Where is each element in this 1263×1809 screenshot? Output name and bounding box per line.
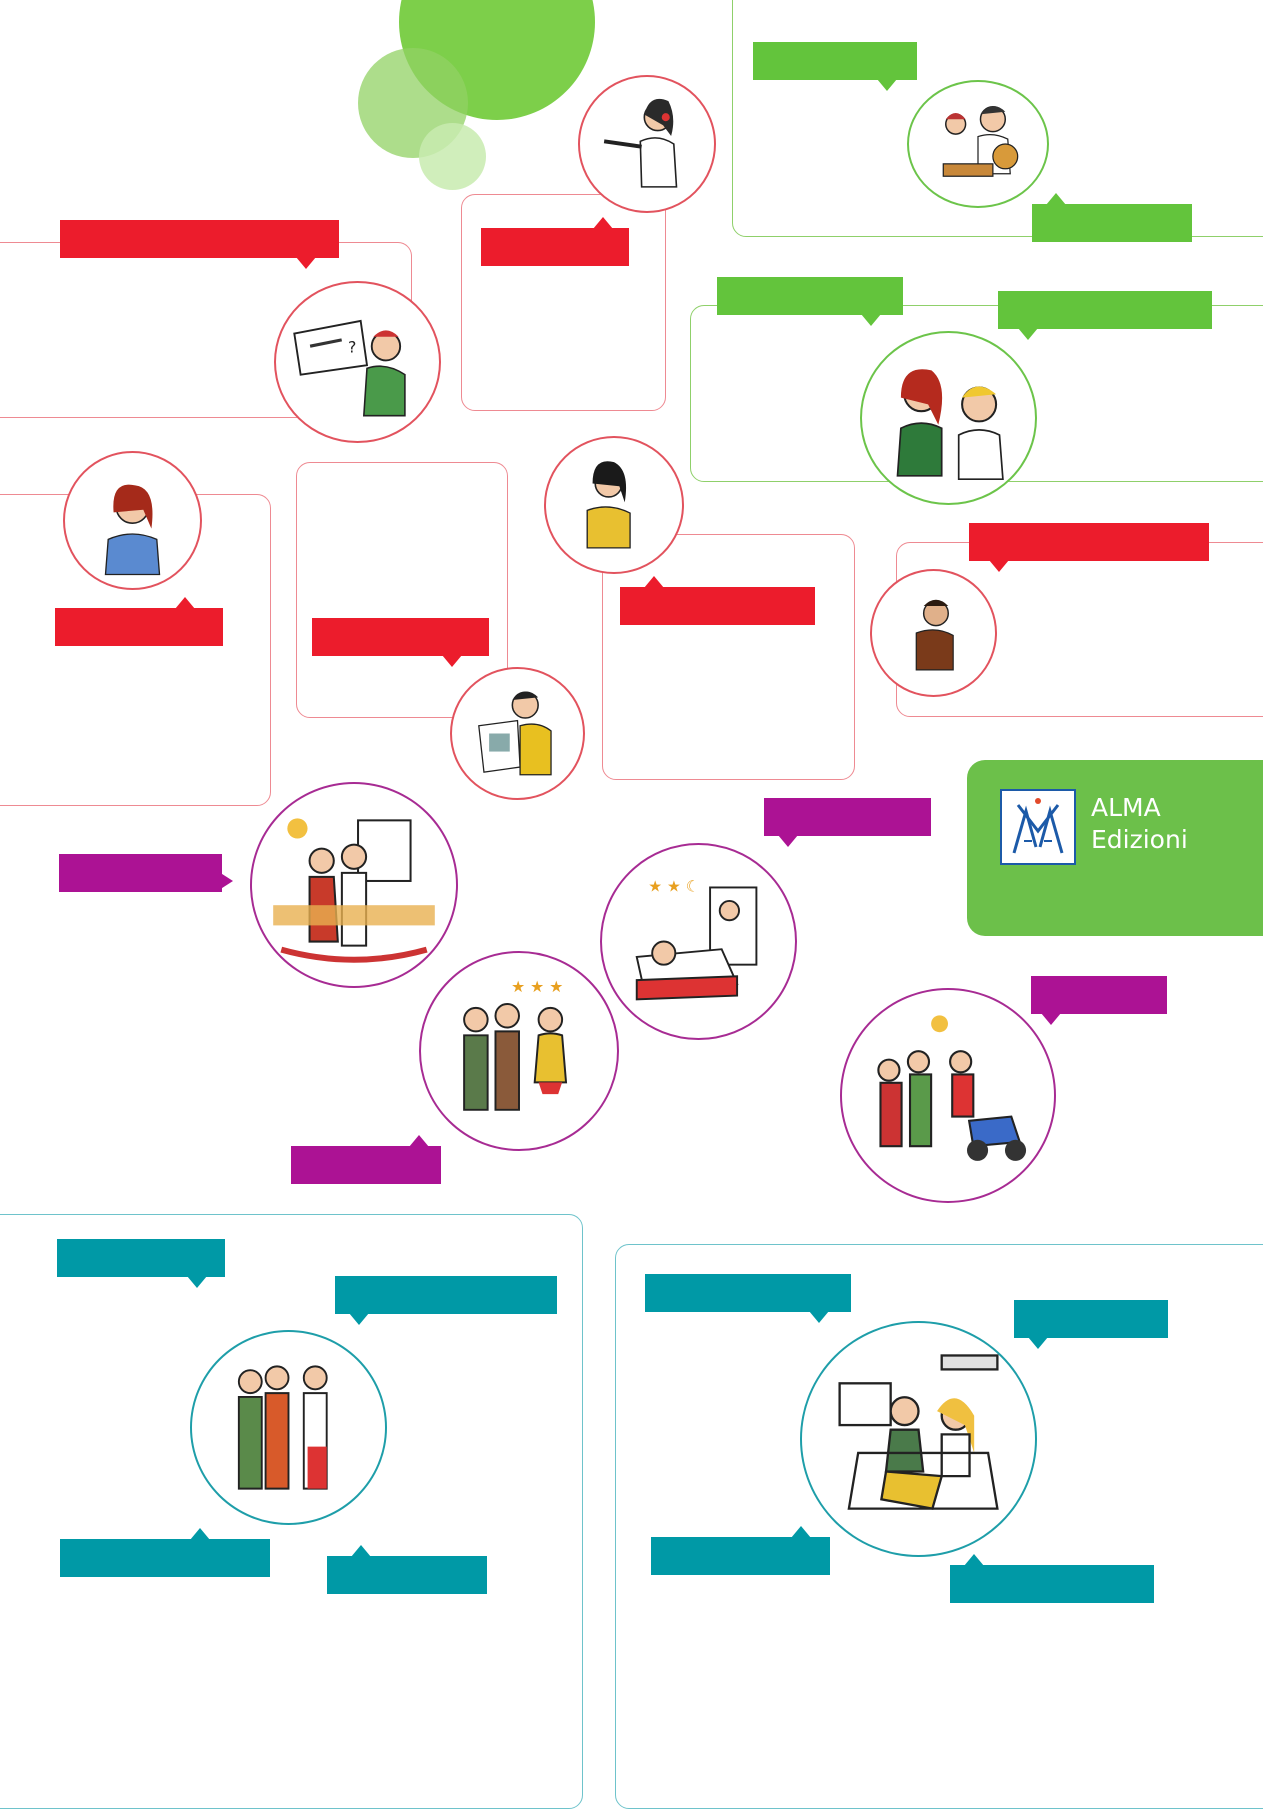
boy-thinking-icon [870,569,997,697]
svg-text:★ ★ ☾: ★ ★ ☾ [648,877,699,895]
speech-bubble-teal-8[interactable] [950,1554,1154,1603]
speech-bubble-teal-3[interactable] [60,1528,270,1577]
speech-bubble-purple-1[interactable] [59,854,233,892]
decor-circle-small [419,123,486,190]
couple-on-sofa-icon [800,1321,1037,1557]
speech-bubble-purple-2[interactable] [764,798,931,847]
man-in-bed-icon: ★ ★ ☾ [600,843,797,1040]
speech-bubble-green-2[interactable] [1032,193,1192,242]
speech-bubble-red-6[interactable] [969,523,1209,572]
girl-waving-icon [544,436,684,574]
publisher-logo-box[interactable]: ALMA Edizioni [967,760,1263,936]
man-reading-newspaper-icon [450,667,585,800]
speech-bubble-teal-7[interactable] [651,1526,830,1575]
speech-bubble-teal-2[interactable] [335,1276,557,1325]
publisher-name-line2: Edizioni [1091,825,1188,854]
friends-at-night-icon: ★ ★ ★ [419,951,619,1151]
dialogue-frame-2 [461,194,666,411]
speech-bubble-teal-4[interactable] [327,1545,487,1594]
speech-bubble-red-3[interactable] [55,597,223,646]
speech-bubble-teal-6[interactable] [1014,1300,1168,1349]
speech-bubble-teal-5[interactable] [645,1274,851,1323]
svg-text:?: ? [348,338,356,357]
couple-talking-icon [860,331,1037,505]
speech-bubble-red-5[interactable] [620,576,815,625]
young-woman-icon [63,451,202,590]
family-breakfast-icon [907,80,1049,208]
speech-bubble-green-1[interactable] [753,42,917,91]
svg-text:★ ★ ★: ★ ★ ★ [511,977,563,996]
speech-bubble-red-2[interactable] [481,217,629,266]
woman-on-phone-icon [578,75,716,213]
speech-bubble-red-1[interactable] [60,220,339,269]
alma-logo-icon [1000,789,1076,865]
friends-with-scooter-icon [840,988,1056,1203]
couple-at-newsstand-icon [250,782,458,988]
dialogue-frame-7 [732,0,1263,237]
speech-bubble-green-3[interactable] [717,277,903,326]
publisher-name-line1: ALMA [1091,793,1161,822]
group-chatting-icon [190,1330,387,1525]
speech-bubble-teal-1[interactable] [57,1239,225,1288]
publisher-name: ALMA Edizioni [1091,792,1188,856]
man-with-question-icon: ? [274,281,441,443]
speech-bubble-red-4[interactable] [312,618,489,667]
dialogue-frame-5 [602,534,855,780]
speech-bubble-green-4[interactable] [998,291,1212,340]
speech-bubble-purple-3[interactable] [1031,976,1167,1025]
dialogue-frame-4 [296,462,508,718]
speech-bubble-purple-4[interactable] [291,1135,441,1184]
